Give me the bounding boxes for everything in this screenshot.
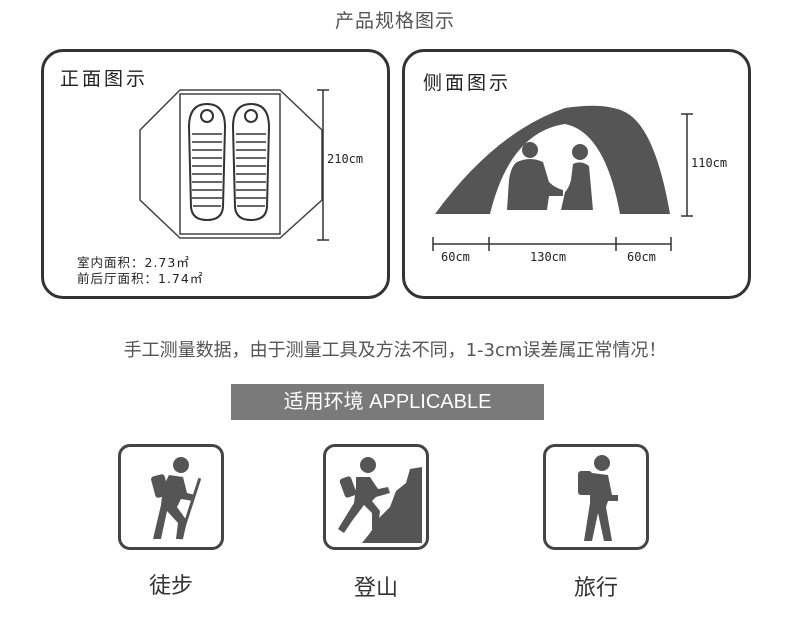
hiking-label: 徒步 [148, 574, 193, 599]
measurement-note: 手工测量数据，由于测量工具及方法不同，1-3cm误差属正常情况！ [123, 340, 667, 361]
width-label-center: 130cm [530, 250, 567, 264]
hiking-icon [151, 457, 202, 540]
page-title: 产品规格图示 [334, 10, 455, 32]
front-view-panel: 正面图示 [41, 49, 390, 299]
front-view-title: 正面图示 [60, 68, 149, 90]
applicable-banner: 适用环境 APPLICABLE [231, 384, 544, 420]
height-dimension-line [681, 113, 693, 217]
length-label: 210cm [327, 152, 364, 166]
people-in-tent-icon [507, 142, 593, 210]
width-dimension-line [432, 237, 672, 251]
indoor-area-text: 室内面积：2.73㎡ [77, 255, 190, 270]
climbing-icon [338, 457, 422, 543]
backpacker-label: 旅行 [573, 576, 618, 601]
sleeping-bag-icon [231, 102, 271, 222]
tent-side-view [432, 105, 693, 251]
tent-dome [435, 105, 670, 214]
length-dimension-line [317, 89, 329, 241]
hiking-icon-box [118, 444, 224, 550]
backpacker-icon-box [543, 444, 649, 550]
climbing-icon-box [323, 444, 429, 550]
vestibule-area-text: 前后厅面积：1.74㎡ [77, 271, 204, 286]
tent-floor-plan [139, 89, 329, 241]
side-view-panel: 侧面图示 110cm 60cm 130cm 60cm [402, 49, 751, 299]
width-label-right: 60cm [627, 250, 656, 264]
climbing-label: 登山 [353, 576, 398, 601]
side-view-title: 侧面图示 [423, 72, 512, 94]
width-label-left: 60cm [441, 250, 470, 264]
height-label: 110cm [691, 156, 728, 170]
sleeping-bag-icon [187, 102, 227, 222]
backpacker-icon [578, 455, 618, 541]
